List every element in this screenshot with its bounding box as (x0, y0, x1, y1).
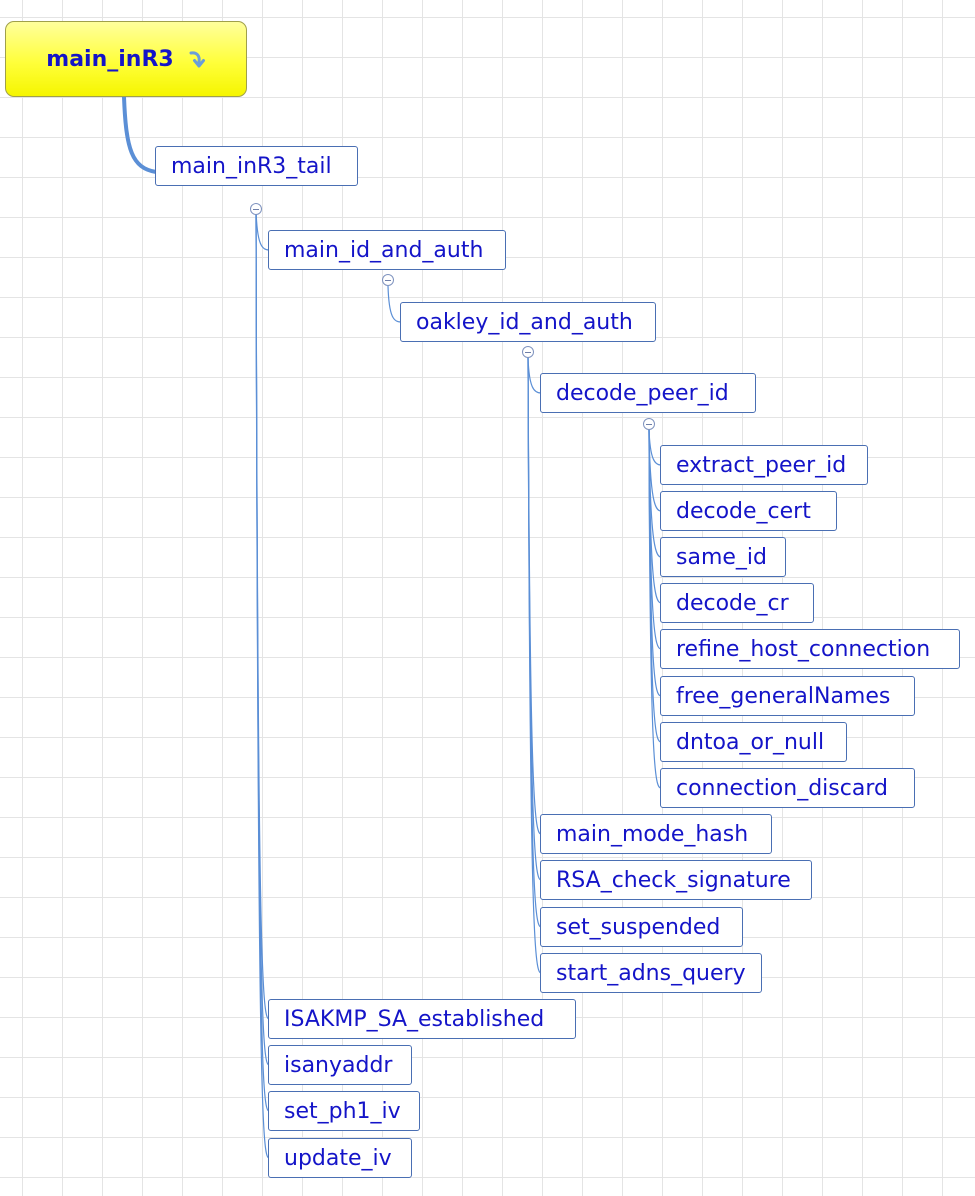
topic-label: isanyaddr (284, 1052, 393, 1078)
topic-RSA_check_signature[interactable]: RSA_check_signature (540, 860, 812, 900)
topic-label: extract_peer_id (676, 452, 847, 478)
topic-update_iv[interactable]: update_iv (268, 1138, 412, 1178)
topic-label: same_id (676, 544, 767, 570)
topic-label: connection_discard (676, 775, 888, 801)
topic-set_suspended[interactable]: set_suspended (540, 907, 743, 947)
topic-refine_host_connection[interactable]: refine_host_connection (660, 629, 960, 669)
topic-label: set_ph1_iv (284, 1098, 401, 1124)
topic-oakley_id_and_auth[interactable]: oakley_id_and_auth (400, 302, 656, 342)
topic-set_ph1_iv[interactable]: set_ph1_iv (268, 1091, 420, 1131)
topic-label: set_suspended (556, 914, 721, 940)
topic-label: free_generalNames (676, 683, 891, 709)
topic-main_inR3_tail[interactable]: main_inR3_tail (155, 146, 358, 186)
topic-label: decode_peer_id (556, 380, 729, 406)
refresh-arrow-icon (189, 51, 205, 68)
topic-label: start_adns_query (556, 960, 746, 986)
topic-label: decode_cr (676, 590, 789, 616)
topic-extract_peer_id[interactable]: extract_peer_id (660, 445, 868, 485)
topic-decode_cert[interactable]: decode_cert (660, 491, 837, 531)
topic-main_mode_hash[interactable]: main_mode_hash (540, 814, 772, 854)
topic-ISAKMP_SA_established[interactable]: ISAKMP_SA_established (268, 999, 576, 1039)
topic-label: main_id_and_auth (284, 237, 484, 263)
topic-label: main_inR3_tail (171, 153, 332, 179)
collapse-toggle-main_id_and_auth[interactable] (382, 274, 394, 286)
topic-main_id_and_auth[interactable]: main_id_and_auth (268, 230, 506, 270)
topic-label: main_mode_hash (556, 821, 749, 847)
topic-dntoa_or_null[interactable]: dntoa_or_null (660, 722, 847, 762)
topic-same_id[interactable]: same_id (660, 537, 786, 577)
topic-label: decode_cert (676, 498, 811, 524)
topic-start_adns_query[interactable]: start_adns_query (540, 953, 762, 993)
collapse-toggle-decode_peer_id[interactable] (643, 418, 655, 430)
topic-decode_cr[interactable]: decode_cr (660, 583, 814, 623)
connector-update_iv (255, 208, 270, 1159)
connector-root (122, 95, 158, 174)
collapse-toggle-main_inR3_tail[interactable] (250, 203, 262, 215)
connector-oakley_id_and_auth (387, 285, 402, 323)
topic-label: oakley_id_and_auth (416, 309, 633, 335)
connector-connection_discard (648, 428, 662, 789)
root-topic-label: main_inR3 (46, 46, 174, 72)
topic-label: ISAKMP_SA_established (284, 1006, 545, 1032)
topic-label: dntoa_or_null (676, 729, 825, 755)
topic-isanyaddr[interactable]: isanyaddr (268, 1045, 412, 1085)
topic-label: refine_host_connection (676, 636, 931, 662)
topic-label: RSA_check_signature (556, 867, 791, 893)
topic-label: update_iv (284, 1145, 392, 1171)
collapse-toggle-oakley_id_and_auth[interactable] (522, 346, 534, 358)
topic-decode_peer_id[interactable]: decode_peer_id (540, 373, 756, 413)
topic-connection_discard[interactable]: connection_discard (660, 768, 915, 808)
connector-start_adns_query (527, 356, 542, 974)
root-topic[interactable]: main_inR3 (5, 21, 247, 97)
topic-free_generalNames[interactable]: free_generalNames (660, 676, 915, 716)
